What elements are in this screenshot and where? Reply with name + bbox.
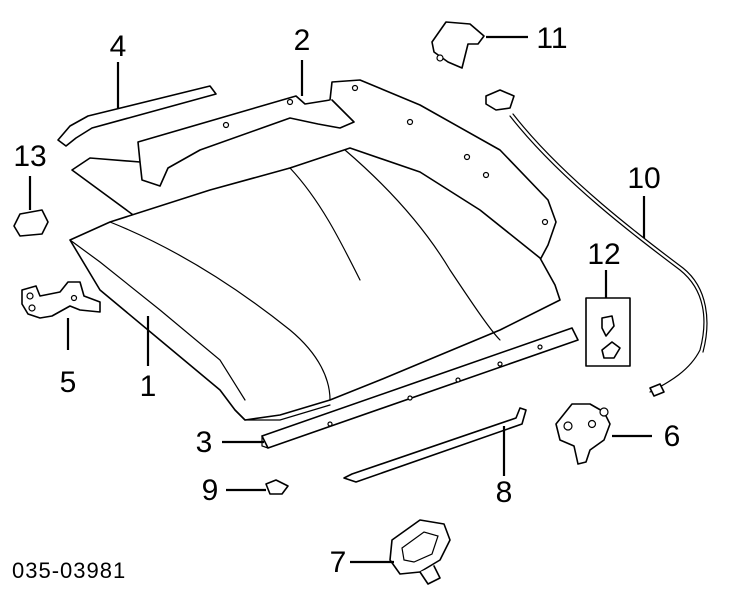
callout-10: 10 (627, 162, 660, 195)
callout-12: 12 (587, 238, 620, 271)
callout-2: 2 (294, 24, 311, 57)
callout-11: 11 (536, 22, 567, 55)
callout-13: 13 (13, 140, 46, 173)
callout-5: 5 (60, 366, 77, 399)
callout-7: 7 (330, 546, 347, 579)
hood-panel (69, 147, 561, 421)
callout-4: 4 (110, 30, 127, 63)
diagram-code: 035-03981 (12, 558, 126, 583)
leader-lines (28, 35, 652, 564)
hood-hinge (21, 281, 101, 319)
callout-1: 1 (140, 370, 157, 403)
hood-support-rod (343, 407, 527, 483)
release-cable (485, 89, 708, 397)
hood-front-seal (261, 327, 579, 449)
hood-bumper (13, 209, 49, 237)
release-handle (389, 519, 451, 585)
rod-clip (265, 479, 289, 495)
hood-rear-seal (57, 85, 217, 147)
callout-8: 8 (496, 476, 513, 509)
callout-6: 6 (664, 420, 681, 453)
callout-3: 3 (196, 426, 213, 459)
hood-latch (555, 403, 611, 465)
cable-bracket (431, 21, 485, 69)
callout-9: 9 (202, 474, 219, 507)
fastener-kit (585, 297, 631, 367)
